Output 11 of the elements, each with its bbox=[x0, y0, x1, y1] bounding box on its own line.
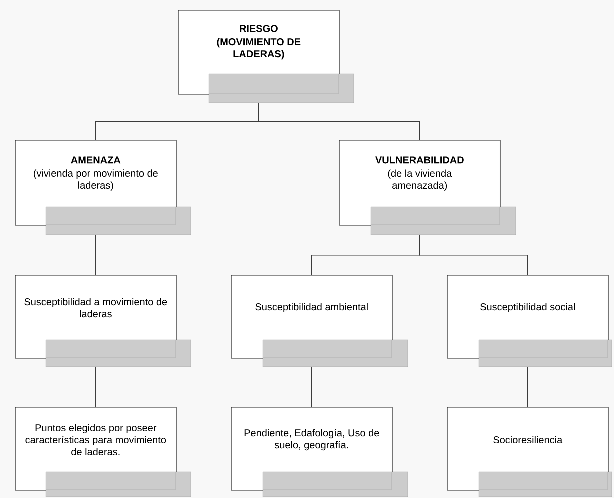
empty-box bbox=[478, 340, 612, 368]
empty-box bbox=[262, 472, 408, 498]
empty-box bbox=[46, 472, 192, 498]
connector-line bbox=[258, 103, 420, 140]
empty-box bbox=[478, 472, 612, 498]
connector-line bbox=[420, 235, 528, 276]
empty-box bbox=[46, 206, 192, 236]
empty-box bbox=[262, 340, 408, 368]
empty-box bbox=[370, 206, 516, 236]
empty-box bbox=[46, 340, 192, 368]
empty-box bbox=[208, 74, 354, 104]
